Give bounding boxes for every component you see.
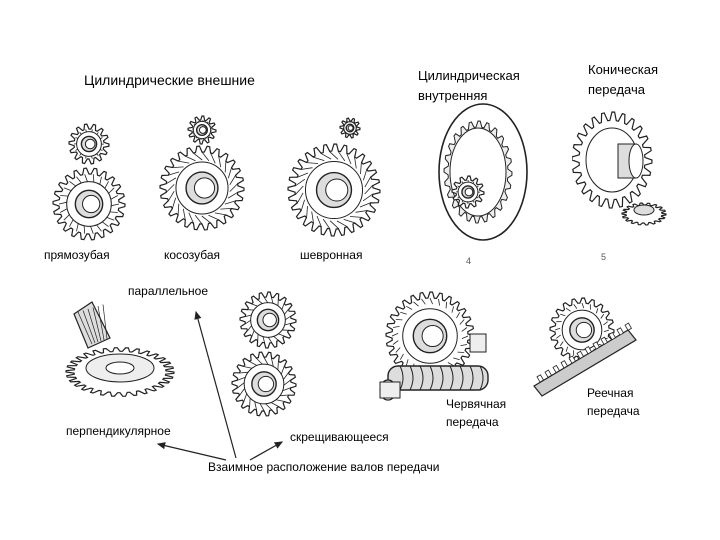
arrow-to-perpendicular [156, 442, 227, 461]
crossed-helical-gear-icon [231, 291, 297, 417]
label-spur: прямозубая [44, 248, 110, 262]
label-cylindrical-external: Цилиндрические внешние [84, 72, 255, 88]
perpendicular-bevel-icon [65, 301, 175, 397]
label-worm-gear: Червячная передача [446, 397, 507, 429]
rack-and-pinion-icon [533, 297, 637, 397]
label-parallel: параллельное [128, 284, 209, 298]
arrow-to-parallel [194, 310, 237, 459]
label-conical-gear: Коническая передача [588, 62, 658, 97]
label-number-5: 5 [601, 252, 607, 262]
label-shaft-arrangement: Взаимное расположение валов передачи [208, 460, 440, 474]
label-number-4: 4 [466, 256, 472, 266]
label-crossing: скрещивающееся [290, 430, 389, 444]
helical-gear-pair-icon [159, 115, 245, 231]
arrow-to-crossing [249, 441, 284, 461]
label-herringbone: шевронная [300, 248, 363, 262]
bevel-gear-pair-icon [572, 111, 667, 226]
internal-gear-icon [438, 103, 528, 241]
label-perpendicular: перпендикулярное [66, 424, 171, 438]
label-cylindrical-internal: Цилиндрическая внутренняя [418, 68, 520, 103]
spur-gear-pair-icon [52, 123, 126, 241]
herringbone-gear-pair-icon [287, 117, 381, 237]
worm-gear-icon [379, 291, 489, 401]
label-rack-gear: Реечная передача [587, 386, 640, 418]
label-helical: косозубая [164, 248, 221, 262]
